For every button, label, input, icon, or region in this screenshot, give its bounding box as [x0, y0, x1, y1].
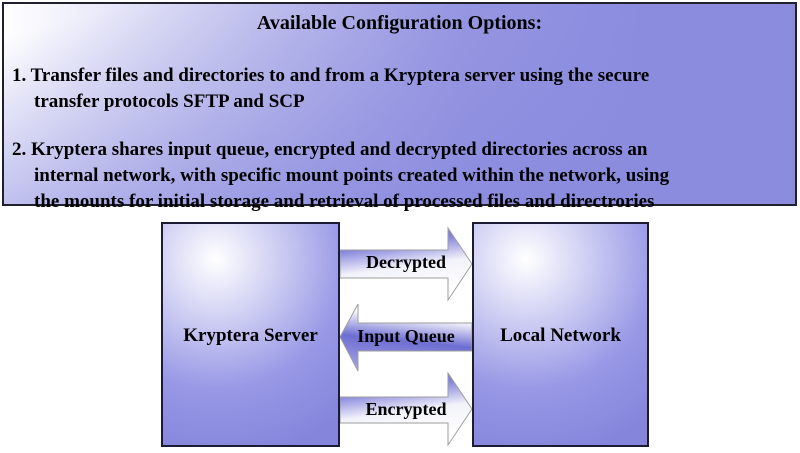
- options-list: 1. Transfer files and directories to and…: [4, 63, 795, 215]
- text-line: the mounts for initial storage and retri…: [34, 191, 655, 212]
- text-line: internal network, with specific mount po…: [34, 165, 670, 186]
- arrow-label-decrypted: Decrypted: [366, 252, 446, 272]
- config-options-panel: Available Configuration Options: 1. Tran…: [2, 2, 797, 212]
- arrow-label-input-queue: Input Queue: [357, 326, 455, 346]
- text-line: transfer protocols SFTP and SCP: [34, 91, 305, 112]
- decrypted-arrow: [339, 226, 473, 302]
- kryptera-server-box: [161, 222, 340, 447]
- encrypted-arrow: [339, 371, 473, 447]
- config-option-1: 1. Transfer files and directories to and…: [12, 63, 785, 115]
- local-network-label: Local Network: [500, 325, 621, 346]
- text-line: 1. Transfer files and directories to and…: [12, 65, 650, 86]
- text-line: 2. Kryptera shares input queue, encrypte…: [12, 139, 648, 160]
- config-option-2: 2. Kryptera shares input queue, encrypte…: [12, 137, 785, 215]
- panel-title: Available Configuration Options:: [256, 12, 543, 34]
- arrow-label-encrypted: Encrypted: [365, 399, 447, 419]
- local-network-box: [472, 222, 649, 447]
- kryptera-server-label: Kryptera Server: [183, 325, 318, 346]
